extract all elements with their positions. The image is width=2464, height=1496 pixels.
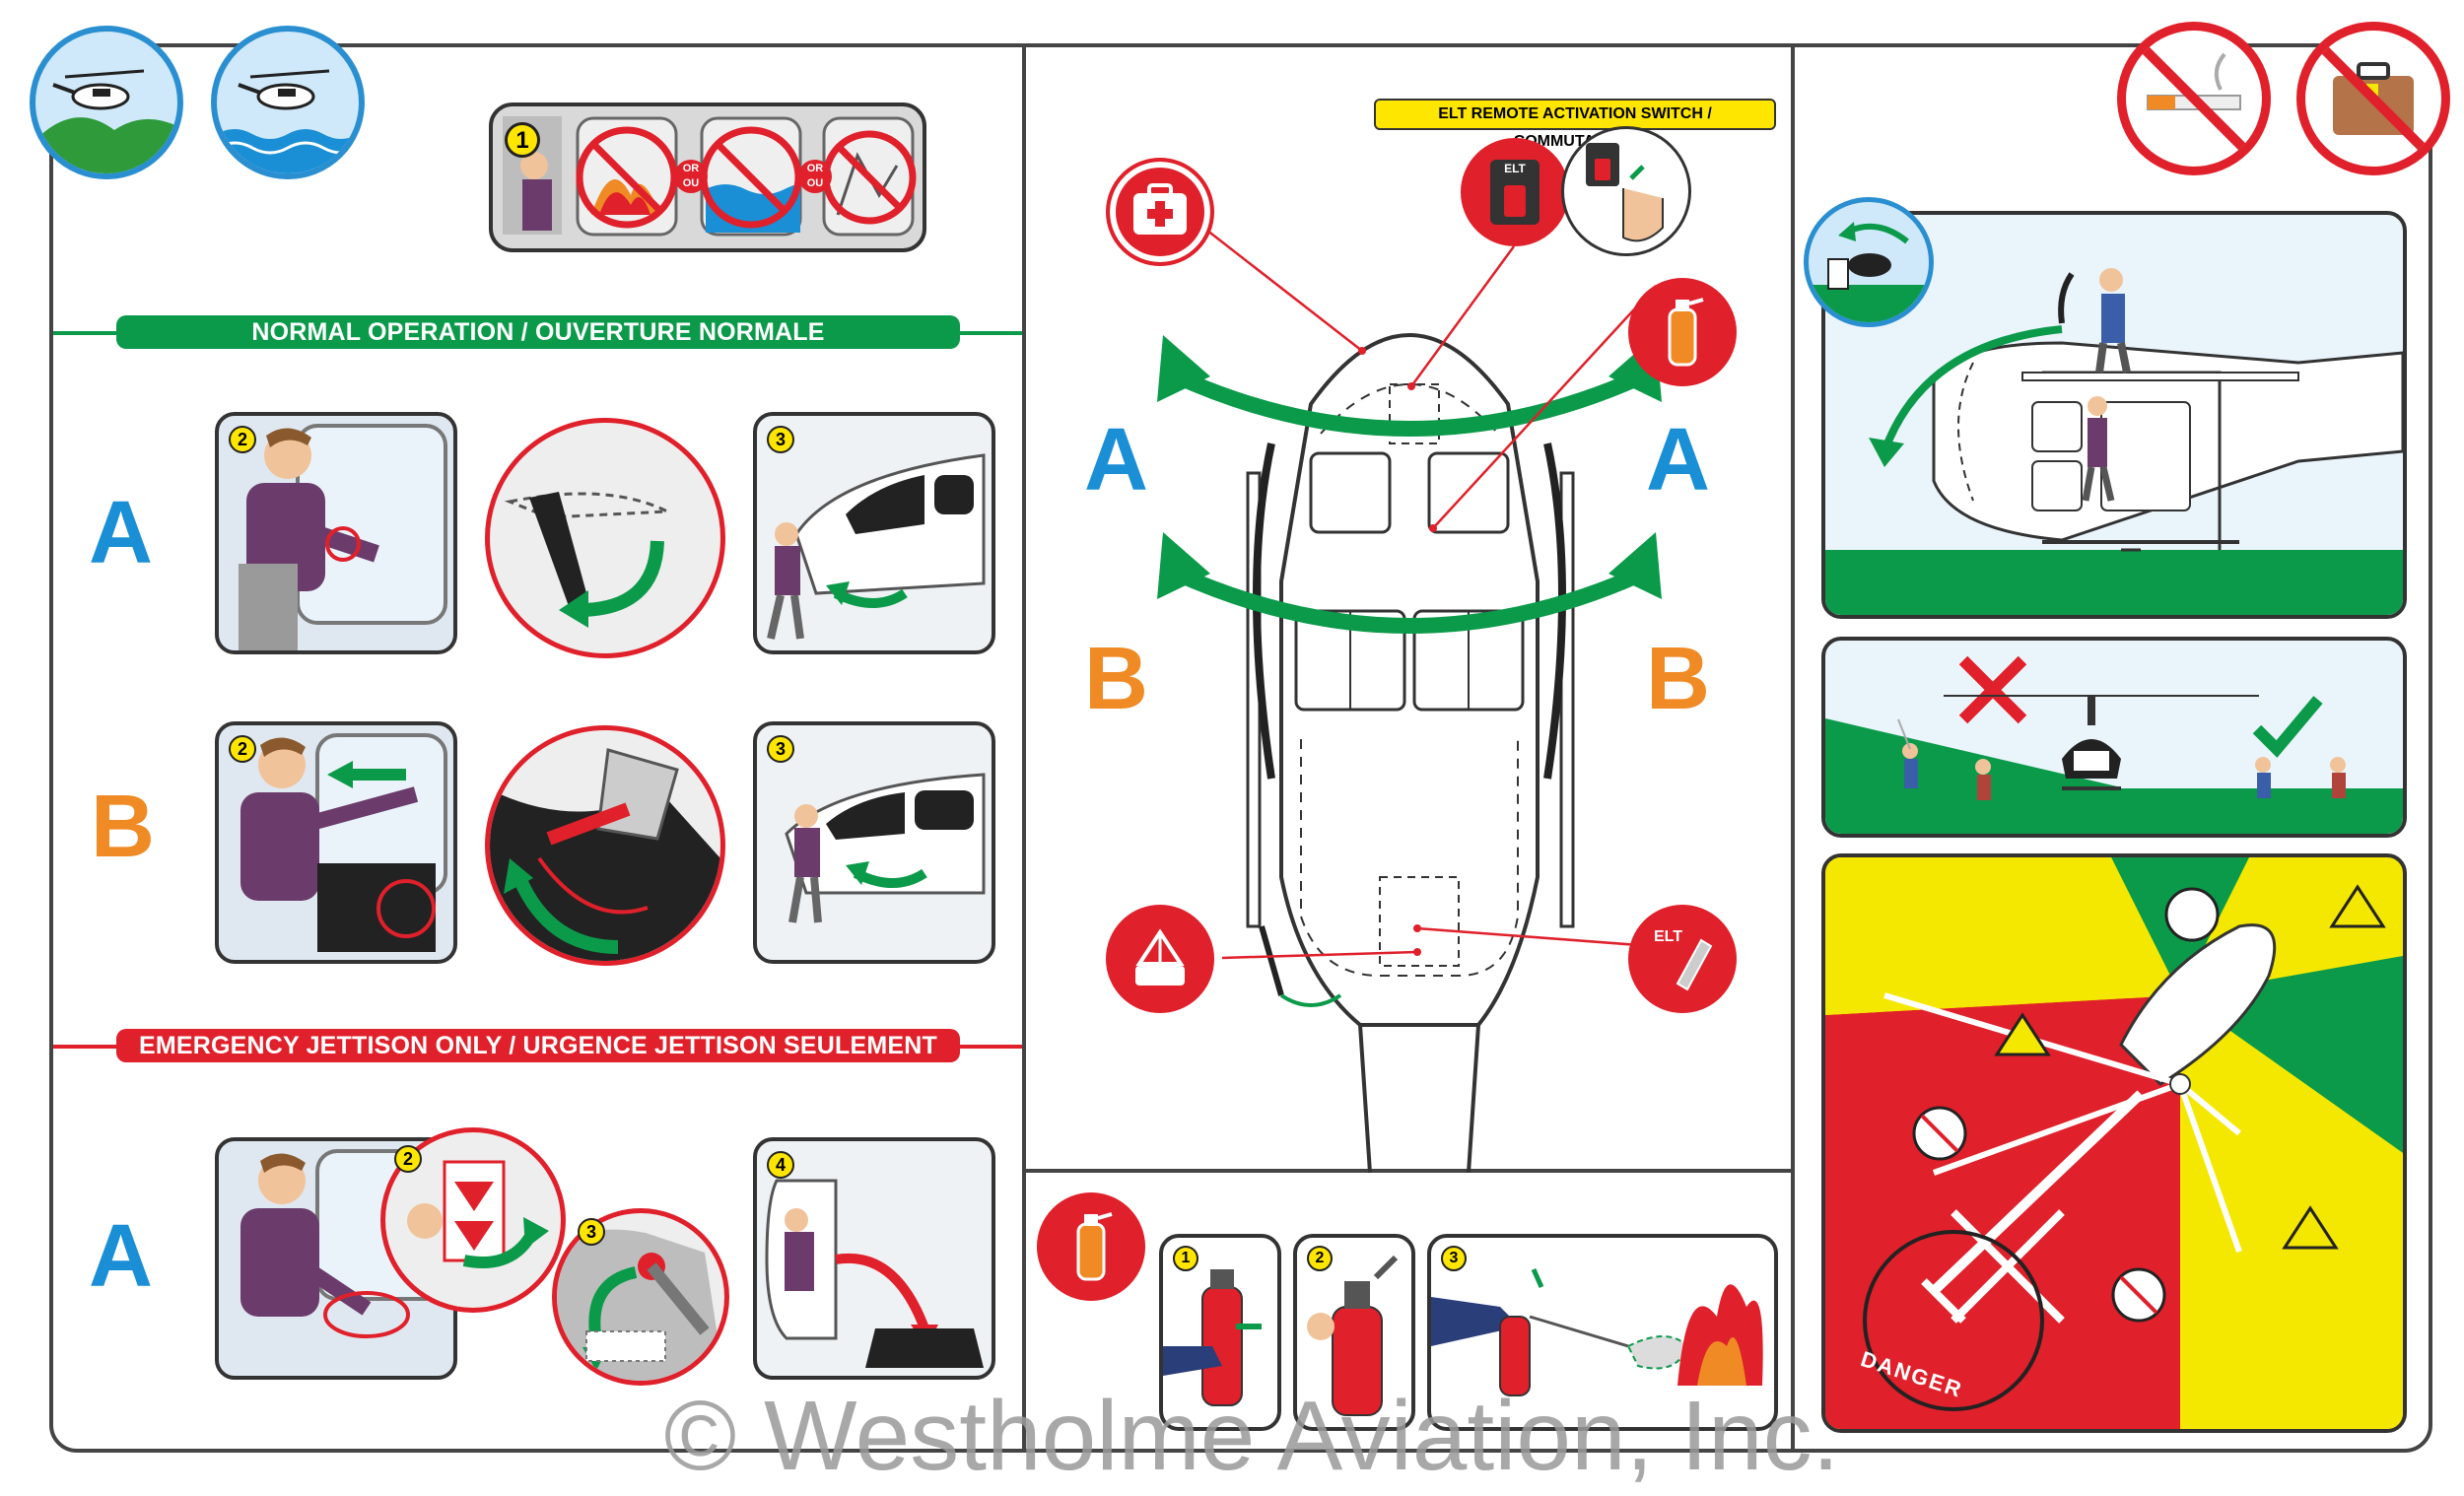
approach-slope-panel <box>1821 637 2407 838</box>
letter-b-normal: B <box>91 778 155 876</box>
step-number-2-emergency-a: 2 <box>394 1145 422 1173</box>
no-smoking-icon <box>2117 22 2271 175</box>
danger-zones-panel: DANGER <box>1821 853 2407 1433</box>
normal-b-handle-panel <box>215 721 457 964</box>
letter-a-normal: A <box>89 484 153 582</box>
elt-icon: ELT <box>1628 905 1737 1013</box>
step1-conditions-panel: OR OU OR OU <box>489 102 926 252</box>
normal-b-handle-zoom <box>485 725 725 966</box>
step-number-3-normal-b: 3 <box>767 735 794 763</box>
or-badge-2: OR OU <box>798 160 832 193</box>
elt-switch-icon: ELT <box>1461 138 1569 246</box>
fire-extinguisher-icon <box>1628 278 1737 386</box>
normal-a-handle-panel <box>215 412 457 654</box>
step-number-1-extinguisher: 1 <box>1173 1246 1198 1271</box>
divider-right <box>1791 43 1795 1453</box>
emergency-jettison-banner: EMERGENCY JETTISON ONLY / URGENCE JETTIS… <box>116 1029 960 1062</box>
or-badge-1: OR OU <box>674 160 708 193</box>
elt-icon-label: ELT <box>1654 928 1683 945</box>
step-number-4-emergency-a: 4 <box>767 1151 794 1179</box>
letter-b-center-left: B <box>1084 630 1148 728</box>
letter-a-center-left: A <box>1084 411 1148 510</box>
letter-a-center-right: A <box>1646 411 1710 510</box>
letter-b-center-right: B <box>1646 630 1710 728</box>
emergency-a-handle-zoom-2 <box>380 1127 566 1313</box>
no-baggage-icon <box>2296 22 2450 175</box>
step-number-2-normal-a: 2 <box>229 426 256 453</box>
elt-switch-hand-zoom <box>1561 126 1691 256</box>
normal-a-handle-zoom <box>485 418 725 658</box>
divider-bottom-center <box>1022 1169 1795 1173</box>
extinguisher-step3-panel <box>1427 1234 1778 1431</box>
normal-operation-banner: NORMAL OPERATION / OUVERTURE NORMALE <box>116 315 960 349</box>
step-number-3-emergency-a: 3 <box>578 1218 605 1246</box>
helicopter-over-water-icon <box>211 26 365 179</box>
emergency-a-jettison-panel <box>753 1137 995 1380</box>
normal-b-exit-panel <box>753 721 995 964</box>
divider-left <box>1022 43 1026 1453</box>
step-number-3-normal-a: 3 <box>767 426 794 453</box>
step-number-2-normal-b: 2 <box>229 735 256 763</box>
first-aid-icon <box>1106 158 1214 266</box>
elt-remote-activation-label: ELT REMOTE ACTIVATION SWITCH / COMMUTATE… <box>1374 99 1776 150</box>
step-number-3-extinguisher: 3 <box>1441 1246 1467 1271</box>
copyright-watermark: © Westholme Aviation, Inc. <box>663 1381 1840 1491</box>
pointer-lines <box>1201 226 1657 960</box>
fire-extinguisher-icon-bottom <box>1037 1192 1145 1301</box>
letter-a-emergency: A <box>89 1207 153 1306</box>
survival-kit-icon <box>1106 905 1214 1013</box>
emergency-a-handle-zoom-3 <box>552 1208 729 1386</box>
step-number-2-extinguisher: 2 <box>1307 1246 1333 1271</box>
boarding-rotation-icon <box>1804 197 1934 327</box>
normal-a-exit-panel <box>753 412 995 654</box>
helicopter-over-land-icon <box>30 26 183 179</box>
helicopter-top-view <box>1157 333 1662 1173</box>
step-number-1: 1 <box>505 122 540 158</box>
elt-switch-label: ELT <box>1504 162 1526 175</box>
